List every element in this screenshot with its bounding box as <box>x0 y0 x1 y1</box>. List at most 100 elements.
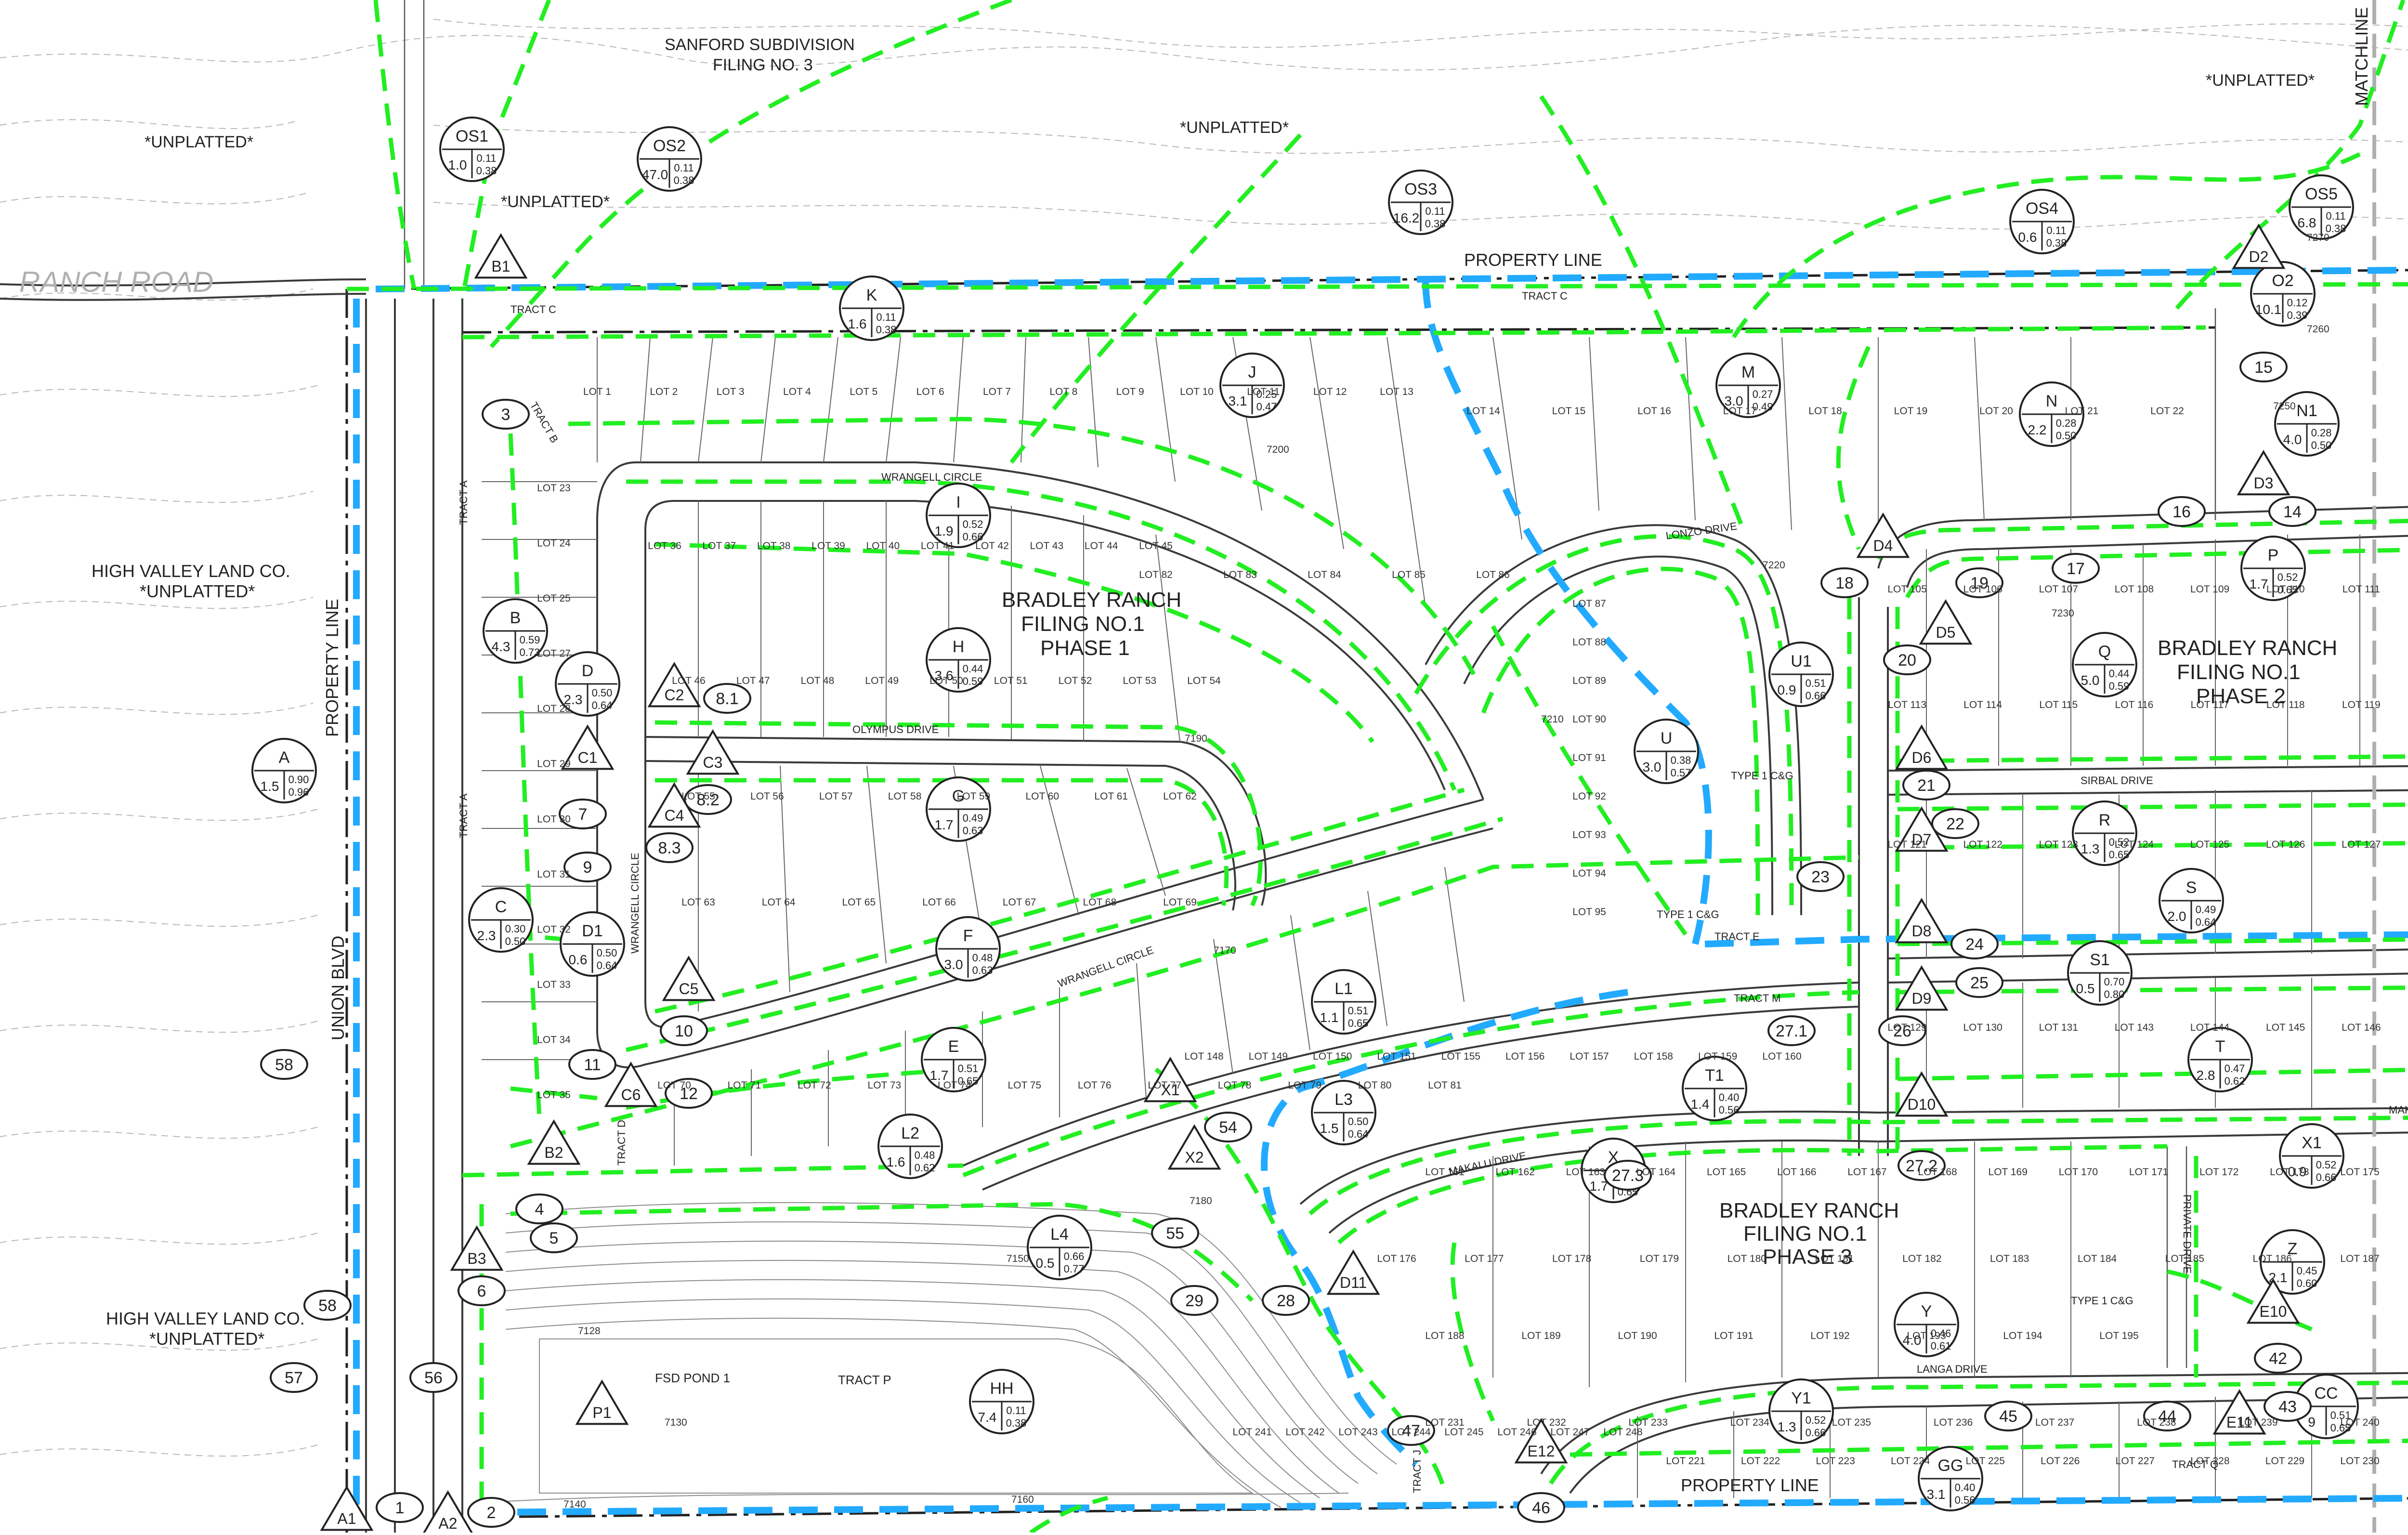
lot-label: LOT 1 <box>583 386 611 397</box>
lot-label: LOT 119 <box>2342 699 2381 710</box>
phase3-title-2: FILING NO.1 <box>1743 1222 1867 1246</box>
lot-label: LOT 58 <box>888 791 922 802</box>
svg-text:0.73: 0.73 <box>520 646 540 658</box>
lot-label: LOT 231 <box>1425 1417 1464 1428</box>
lot-label: LOT 56 <box>750 791 784 802</box>
svg-text:8.1: 8.1 <box>716 690 738 708</box>
lot-label: LOT 105 <box>1887 584 1926 595</box>
lot-label: LOT 63 <box>681 897 715 908</box>
node-oval-7: 7 <box>559 799 607 829</box>
lot-label: LOT 162 <box>1495 1167 1534 1178</box>
svg-text:4.3: 4.3 <box>492 639 510 654</box>
node-oval-46: 46 <box>1517 1492 1565 1523</box>
property-line-s: PROPERTY LINE <box>1681 1475 1819 1495</box>
lot-label: LOT 50 <box>929 675 963 686</box>
elevation-label: 7270 <box>2307 232 2329 243</box>
design-point-x1: X1 <box>1143 1057 1197 1102</box>
svg-text:24: 24 <box>1965 935 1984 954</box>
lot-label: LOT 161 <box>1425 1167 1464 1178</box>
elevation-label: 7250 <box>2273 401 2296 412</box>
fsd-pond-label: FSD POND 1 <box>655 1371 730 1385</box>
lot-label: LOT 33 <box>537 979 571 990</box>
svg-text:2.3: 2.3 <box>477 928 496 943</box>
elevation-label: 7220 <box>1763 560 1785 571</box>
svg-text:OS2: OS2 <box>653 137 686 155</box>
lot-label: LOT 68 <box>1083 897 1117 908</box>
lot-label: LOT 239 <box>2238 1417 2277 1428</box>
svg-text:0.38: 0.38 <box>1006 1417 1027 1429</box>
lot-label: LOT 10 <box>1180 386 1214 397</box>
lot-label: LOT 25 <box>537 593 571 604</box>
lot-label: LOT 59 <box>957 791 991 802</box>
lot-label: LOT 46 <box>672 675 706 686</box>
lot-label: LOT 221 <box>1666 1456 1705 1467</box>
svg-text:0.49: 0.49 <box>1753 401 1773 413</box>
svg-text:3.0: 3.0 <box>944 957 963 972</box>
lot-label: LOT 190 <box>1618 1330 1657 1341</box>
svg-text:0.62: 0.62 <box>915 1162 935 1174</box>
svg-text:1.7: 1.7 <box>930 1068 949 1083</box>
svg-text:S: S <box>2186 879 2197 897</box>
node-oval-27-3: 27.3 <box>1604 1160 1652 1191</box>
svg-text:0.30: 0.30 <box>505 923 526 935</box>
svg-text:0.38: 0.38 <box>876 324 897 336</box>
svg-text:0.66: 0.66 <box>1064 1250 1085 1262</box>
svg-text:0.59: 0.59 <box>963 675 983 687</box>
phase2-title-1: BRADLEY RANCH <box>2158 636 2337 660</box>
lot-label: LOT 182 <box>1902 1253 1941 1264</box>
svg-text:B2: B2 <box>544 1144 563 1161</box>
svg-text:8.3: 8.3 <box>658 839 681 857</box>
lot-label: LOT 177 <box>1465 1253 1504 1264</box>
node-oval-9: 9 <box>563 852 612 882</box>
svg-text:0.40: 0.40 <box>1955 1482 1976 1494</box>
svg-text:0.38: 0.38 <box>2326 223 2346 235</box>
svg-text:0.57: 0.57 <box>1671 767 1691 779</box>
lot-label: LOT 245 <box>1444 1427 1483 1438</box>
svg-text:0.38: 0.38 <box>2046 237 2067 249</box>
svg-text:GG: GG <box>1938 1456 1963 1475</box>
svg-text:3: 3 <box>501 406 510 424</box>
svg-text:X1: X1 <box>1161 1081 1179 1099</box>
lot-label: LOT 79 <box>1288 1080 1322 1091</box>
lot-label: LOT 91 <box>1572 752 1606 763</box>
lot-label: LOT 151 <box>1377 1051 1416 1062</box>
svg-text:0.52: 0.52 <box>963 518 983 530</box>
node-oval-58: 58 <box>260 1049 308 1080</box>
svg-text:0.80: 0.80 <box>2104 988 2125 1000</box>
svg-text:C5: C5 <box>679 980 699 997</box>
svg-text:S1: S1 <box>2090 951 2110 969</box>
lot-label: LOT 84 <box>1308 569 1341 580</box>
node-oval-8-3: 8.3 <box>645 832 694 863</box>
svg-text:0.46: 0.46 <box>1931 1327 1951 1339</box>
node-oval-19: 19 <box>1955 567 2003 598</box>
svg-text:0.38: 0.38 <box>1425 218 1446 230</box>
design-point-e10: E10 <box>2246 1278 2300 1324</box>
svg-text:45: 45 <box>1999 1407 2017 1426</box>
lot-label: LOT 47 <box>736 675 770 686</box>
wrangell-circle-w: WRANGELL CIRCLE <box>629 853 641 954</box>
svg-text:U1: U1 <box>1791 652 1811 670</box>
node-oval-43: 43 <box>2264 1391 2312 1422</box>
lot-label: LOT 195 <box>2099 1330 2138 1341</box>
lot-label: LOT 235 <box>1832 1417 1871 1428</box>
svg-text:0.65: 0.65 <box>2277 584 2298 596</box>
svg-text:1.7: 1.7 <box>2250 577 2268 591</box>
elevation-labels: 7140715071607170718071907200721072207230… <box>563 232 2329 1510</box>
svg-text:0.61: 0.61 <box>1931 1340 1951 1352</box>
design-point-a2: A2 <box>421 1490 474 1535</box>
svg-text:0.65: 0.65 <box>1348 1017 1369 1029</box>
lot-label: LOT 125 <box>2190 839 2229 850</box>
svg-text:D11: D11 <box>1340 1274 1367 1291</box>
svg-text:7.4: 7.4 <box>978 1410 997 1425</box>
svg-text:L3: L3 <box>1335 1090 1353 1109</box>
svg-text:0.51: 0.51 <box>958 1063 979 1075</box>
svg-text:0.50: 0.50 <box>592 687 613 699</box>
tract-q-label: TRACT Q <box>2172 1458 2218 1470</box>
lot-label: LOT 155 <box>1441 1051 1480 1062</box>
